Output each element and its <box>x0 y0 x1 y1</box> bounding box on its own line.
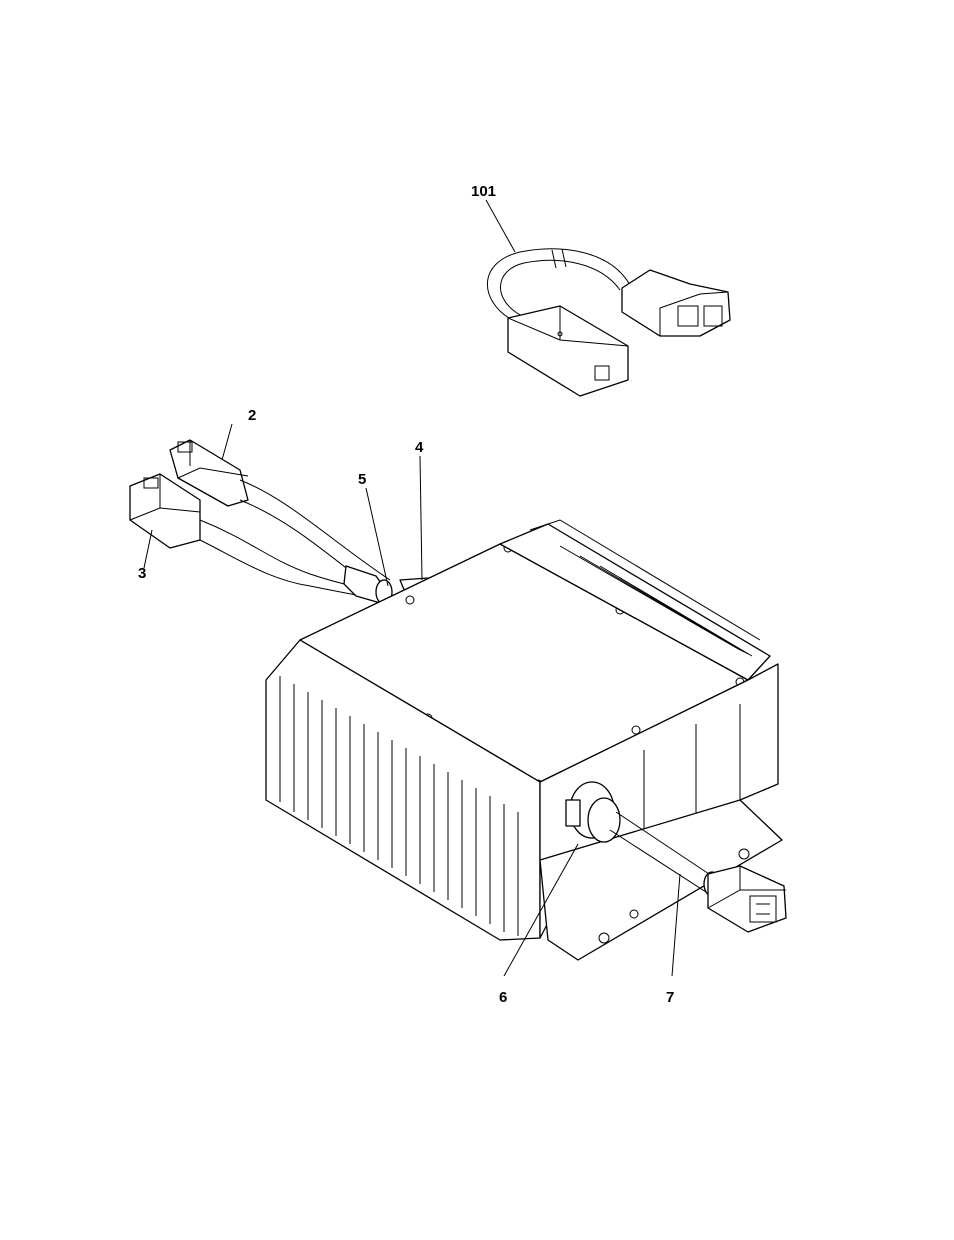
charger-body <box>266 520 786 976</box>
callout-3: 3 <box>138 566 146 581</box>
adapter-harness <box>486 200 730 396</box>
callout-7: 7 <box>666 990 674 1005</box>
callout-101: 101 <box>471 184 496 199</box>
callout-2: 2 <box>248 408 256 423</box>
callout-4: 4 <box>415 440 423 455</box>
callout-6: 6 <box>499 990 507 1005</box>
harness-connectors <box>130 424 430 605</box>
callout-5: 5 <box>358 472 366 487</box>
